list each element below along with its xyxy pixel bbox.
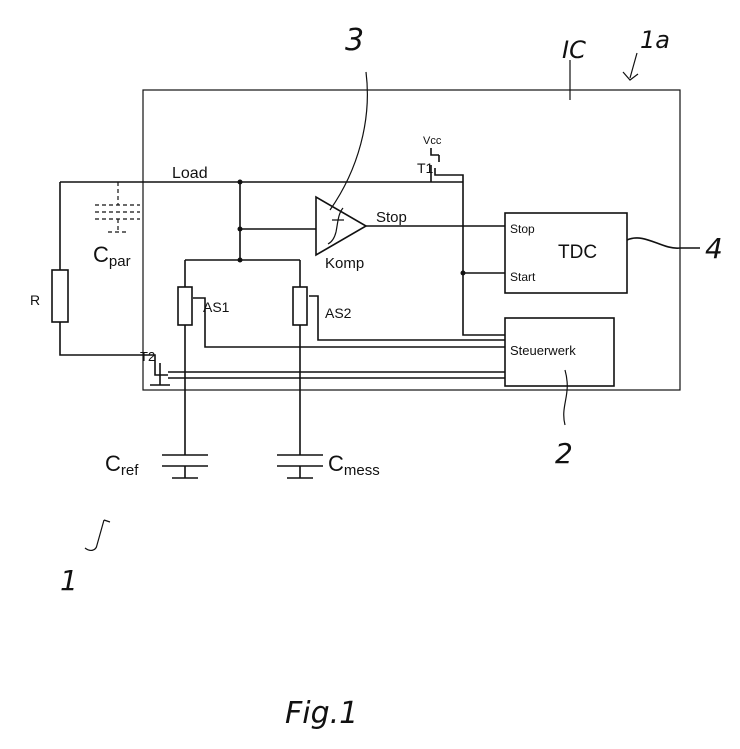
stop-output-label: Stop <box>376 209 407 226</box>
t2-control-wire <box>168 371 505 379</box>
ref-1: 1 <box>60 564 78 597</box>
chip-arrow <box>622 52 639 81</box>
ic-boundary <box>142 89 681 391</box>
cref-capacitor <box>162 454 208 479</box>
ref-2: 2 <box>555 437 573 470</box>
resistor-r <box>51 269 69 323</box>
komp-label: Komp <box>325 255 364 272</box>
cmess-label: Cmess <box>328 451 380 479</box>
t2-label: T2 <box>140 349 155 364</box>
cpar-label: Cpar <box>93 242 131 270</box>
control-block <box>504 317 615 387</box>
vcc-label: Vcc <box>423 135 442 147</box>
tdc-label: TDC <box>558 242 597 263</box>
comparator-symbol <box>327 207 344 245</box>
tdc-stop-pin: Stop <box>510 222 535 236</box>
load-label: Load <box>172 165 208 182</box>
as1-control-wire <box>193 297 505 348</box>
cpar-capacitor <box>95 182 140 233</box>
as1-label: AS1 <box>203 299 230 315</box>
t2-transistor <box>150 363 170 386</box>
comparator <box>315 195 368 257</box>
cmess-capacitor <box>277 454 323 479</box>
as2-switch <box>292 286 308 326</box>
ref-ic: IC <box>562 36 586 64</box>
komp-leader <box>329 71 368 211</box>
tdc-block <box>504 212 628 294</box>
t1-label: T1 <box>417 160 434 176</box>
tdc-start-pin: Start <box>510 270 536 284</box>
figure-caption: Fig.1 <box>285 696 358 731</box>
ref-4: 4 <box>705 232 723 265</box>
control-label: Steuerwerk <box>510 343 576 358</box>
left-wire-bottom <box>59 322 156 365</box>
ref-1a: 1a <box>640 26 670 54</box>
resistor-label: R <box>30 292 40 308</box>
system-arrow <box>84 519 111 551</box>
t1-transistor <box>430 148 464 182</box>
junction-load <box>237 179 243 185</box>
cref-label: Cref <box>105 451 139 479</box>
junction-start <box>460 270 466 276</box>
tdc-leader <box>626 237 700 249</box>
ref-3: 3 <box>345 23 364 58</box>
as2-label: AS2 <box>325 305 352 321</box>
control-leader <box>563 369 568 426</box>
start-wire <box>462 182 505 336</box>
as1-switch <box>177 286 193 326</box>
as2-control-wire <box>309 295 505 341</box>
